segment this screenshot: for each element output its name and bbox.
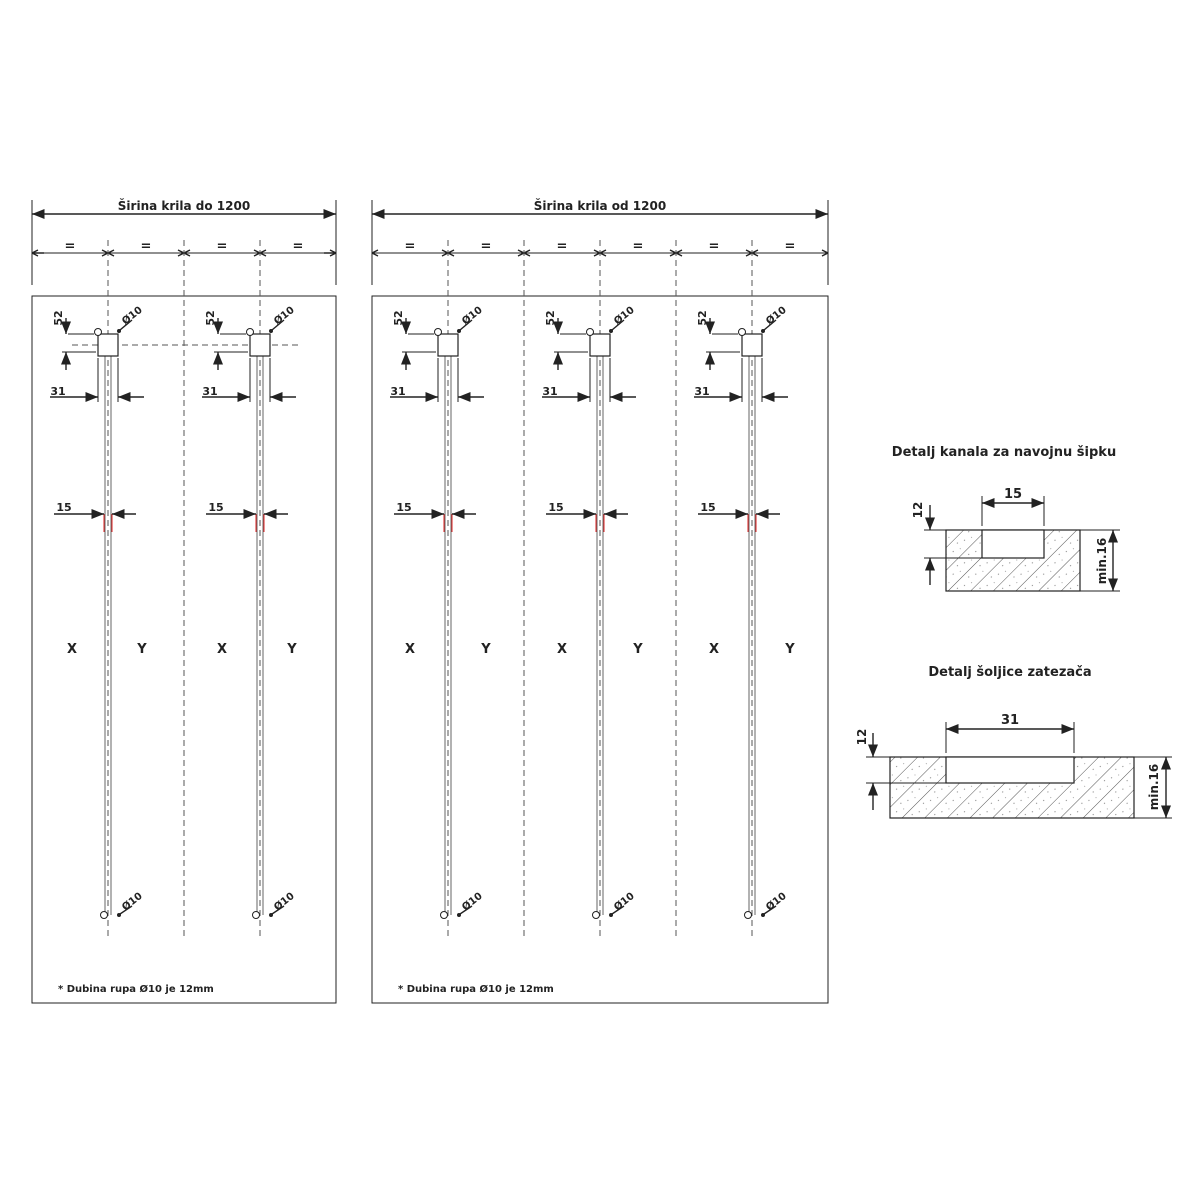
channel-width-label: 15 [56, 501, 71, 514]
zone-label: Y [632, 642, 643, 657]
hole-diameter-label: Ø10 [272, 890, 297, 913]
division-ticks [31, 249, 337, 257]
leader-dot [457, 329, 461, 333]
channel-width-label: 15 [1004, 487, 1022, 502]
detail-rod-channel: Detalj kanala za navojnu šipku 15 12 min… [892, 445, 1120, 592]
equal-mark: = [633, 239, 644, 254]
tensioner-cup [589, 333, 611, 357]
detail-title: Detalj kanala za navojnu šipku [892, 445, 1116, 460]
panel-thickness-label: min.16 [1147, 764, 1161, 810]
equal-mark: = [405, 239, 416, 254]
equal-mark: = [141, 239, 152, 254]
zone-label: Y [784, 642, 795, 657]
bottom-hole [252, 911, 260, 919]
leader-dot [761, 329, 765, 333]
bottom-hole [744, 911, 752, 919]
zone-label: X [217, 642, 227, 657]
hole-diameter-label: Ø10 [764, 304, 789, 327]
zone-label: Y [286, 642, 297, 657]
cup-width-label: 31 [1001, 713, 1019, 728]
channel-width-label: 15 [700, 501, 715, 514]
top-hole [94, 328, 102, 336]
leader-dot [609, 913, 613, 917]
equal-mark: = [217, 239, 228, 254]
leader-dot [117, 913, 121, 917]
footnote: * Dubina rupa Ø10 je 12mm [58, 983, 214, 995]
channel-depth-label: 12 [911, 502, 925, 519]
top-offset-label: 52 [204, 310, 217, 325]
hole-diameter-label: Ø10 [764, 890, 789, 913]
channel-cut [981, 529, 1045, 559]
hole-diameter-label: Ø10 [272, 304, 297, 327]
equal-mark: = [481, 239, 492, 254]
hole-diameter-label: Ø10 [460, 304, 485, 327]
equal-mark: = [709, 239, 720, 254]
zone-label: X [709, 642, 719, 657]
channel-width-label: 15 [396, 501, 411, 514]
zone-label: X [557, 642, 567, 657]
detail-tensioner-cup: Detalj šoljice zatezača 31 12 min.16 [855, 665, 1172, 819]
cup-width-label: 31 [50, 385, 65, 398]
tensioner-cup [97, 333, 119, 357]
footnote: * Dubina rupa Ø10 je 12mm [398, 983, 554, 995]
width-label: Širina krila od 1200 [534, 198, 666, 213]
division-ticks [371, 249, 829, 257]
channel-width-label: 15 [548, 501, 563, 514]
leader-dot [609, 329, 613, 333]
top-hole [586, 328, 594, 336]
cup-cut [945, 756, 1075, 784]
hole-diameter-label: Ø10 [120, 304, 145, 327]
bottom-hole [100, 911, 108, 919]
panel-wide: Širina krila od 1200 = = = = = = X Y X Y… [371, 198, 829, 1004]
equal-mark: = [65, 239, 76, 254]
top-hole [434, 328, 442, 336]
cup-width-label: 31 [202, 385, 217, 398]
leader-dot [269, 329, 273, 333]
hole-diameter-label: Ø10 [612, 304, 637, 327]
cup-width-label: 31 [390, 385, 405, 398]
tensioner-cup [437, 333, 459, 357]
leader-dot [269, 913, 273, 917]
cup-width-label: 31 [694, 385, 709, 398]
width-label: Širina krila do 1200 [118, 198, 250, 213]
equal-mark: = [557, 239, 568, 254]
hole-diameter-label: Ø10 [120, 890, 145, 913]
equal-mark: = [293, 239, 304, 254]
tension-rod-assemblies: 523115Ø10Ø10523115Ø10Ø10523115Ø10Ø105231… [50, 304, 789, 919]
bottom-hole [440, 911, 448, 919]
top-hole [246, 328, 254, 336]
top-offset-label: 52 [52, 310, 65, 325]
cup-width-label: 31 [542, 385, 557, 398]
tensioner-cup [741, 333, 763, 357]
top-hole [738, 328, 746, 336]
zone-label: Y [136, 642, 147, 657]
tensioner-cup [249, 333, 271, 357]
top-offset-label: 52 [544, 310, 557, 325]
cup-depth-label: 12 [855, 729, 869, 746]
hole-diameter-label: Ø10 [612, 890, 637, 913]
leader-dot [117, 329, 121, 333]
hole-diameter-label: Ø10 [460, 890, 485, 913]
zone-label: Y [480, 642, 491, 657]
bottom-hole [592, 911, 600, 919]
zone-label: X [405, 642, 415, 657]
panel-narrow: Širina krila do 1200 = = = = X Y X Y * D… [31, 198, 337, 1004]
top-offset-label: 52 [392, 310, 405, 325]
detail-title: Detalj šoljice zatezača [928, 665, 1091, 680]
channel-width-label: 15 [208, 501, 223, 514]
leader-dot [457, 913, 461, 917]
equal-mark: = [785, 239, 796, 254]
leader-dot [761, 913, 765, 917]
top-offset-label: 52 [696, 310, 709, 325]
zone-label: X [67, 642, 77, 657]
panel-thickness-label: min.16 [1095, 538, 1109, 584]
